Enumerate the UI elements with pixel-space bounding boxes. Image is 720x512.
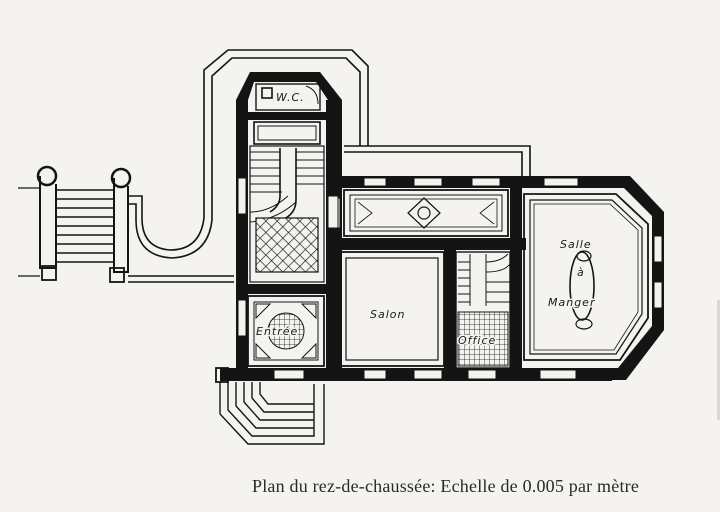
office-label: Office bbox=[458, 334, 496, 347]
terrace-outline bbox=[128, 49, 531, 283]
entree-room: Entrée bbox=[247, 295, 325, 367]
salon-room: Salon bbox=[339, 251, 445, 367]
dining-room: Salle à Manger bbox=[523, 193, 649, 361]
gallery-panel bbox=[343, 189, 509, 237]
dining-label-line3: Manger bbox=[548, 296, 596, 309]
dining-label-line1: Salle bbox=[560, 238, 592, 251]
plan-caption: Plan du rez-de-chaussée: Echelle de 0.00… bbox=[252, 476, 640, 496]
dining-label-line2: à bbox=[577, 266, 585, 279]
window-openings bbox=[237, 177, 663, 380]
entree-label: Entrée bbox=[256, 325, 298, 338]
page-edge bbox=[717, 300, 720, 420]
entrance-steps bbox=[215, 367, 325, 445]
wc-label: W.C. bbox=[276, 91, 305, 104]
exterior-staircase-left bbox=[18, 165, 132, 283]
office-room: Office bbox=[455, 251, 511, 369]
wc-room bbox=[255, 83, 321, 111]
salon-label: Salon bbox=[370, 308, 405, 321]
interior-staircase bbox=[249, 121, 325, 283]
